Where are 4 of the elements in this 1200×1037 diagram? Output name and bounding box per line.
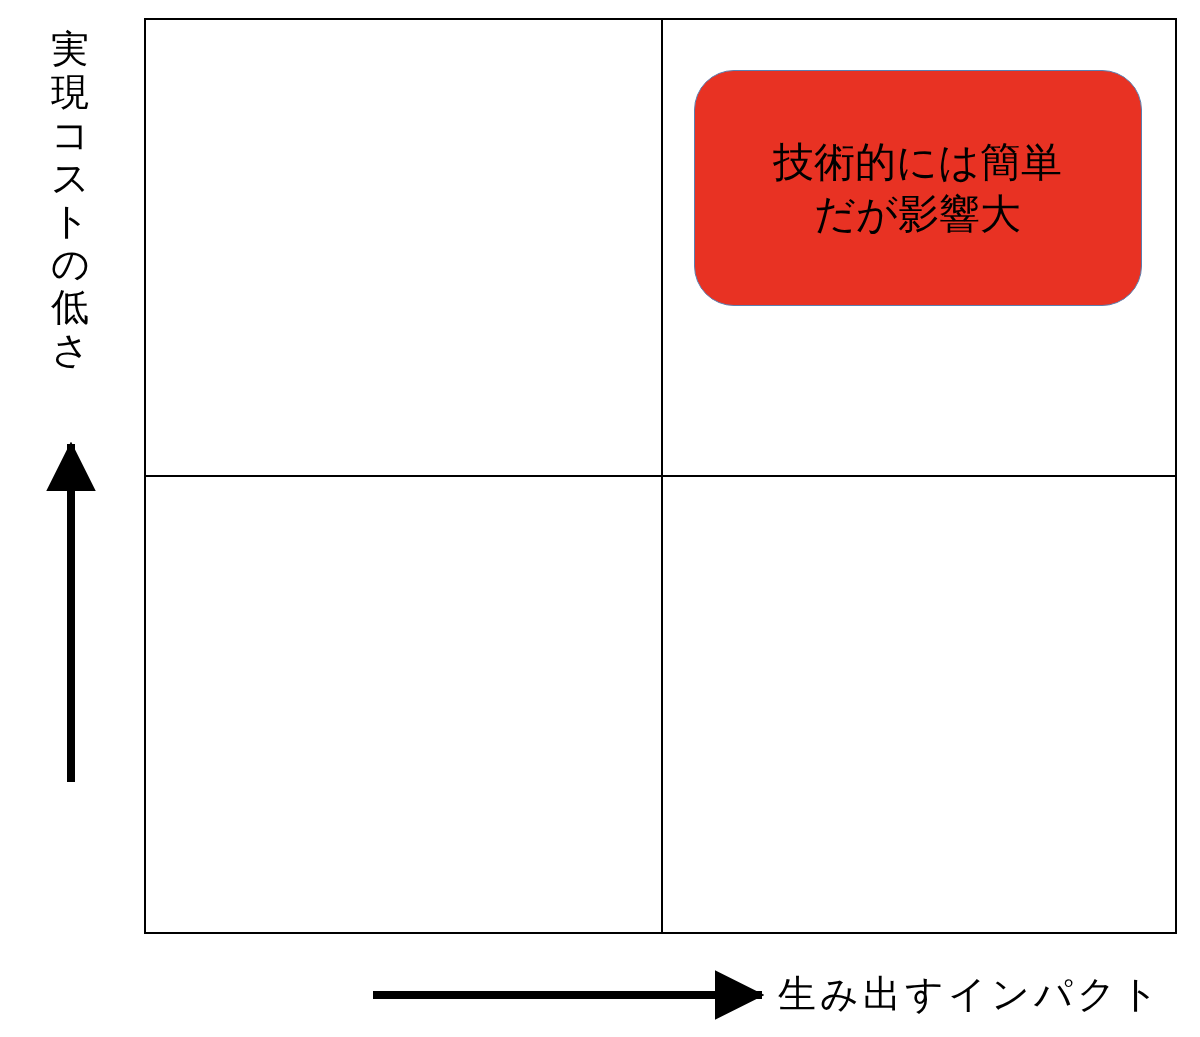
- axis-label: 実現コストの低さ: [49, 28, 91, 372]
- box-text: 技術的には簡単だが影響大: [772, 137, 1064, 240]
- axis-label: 生み出すインパクト: [778, 972, 1163, 1016]
- rounded-box: [694, 70, 1142, 306]
